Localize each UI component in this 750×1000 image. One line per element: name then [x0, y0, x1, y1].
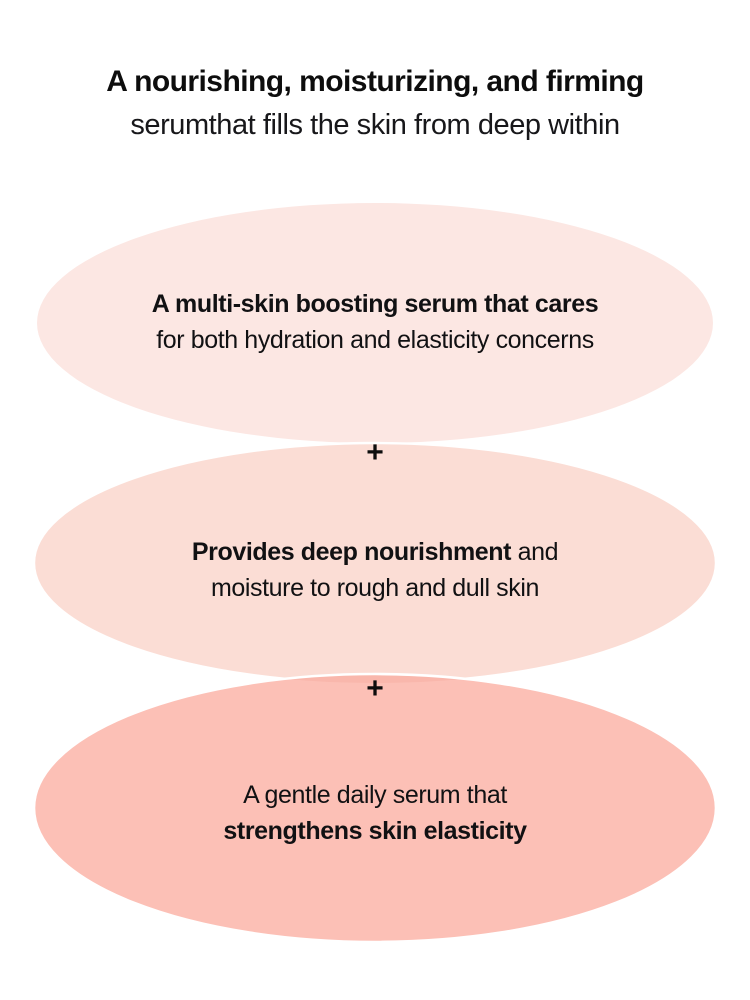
benefit-1-line-1: A multi-skin boosting serum that cares — [151, 290, 599, 318]
plus-connector-1: + — [366, 436, 384, 469]
heading-line-1: A nourishing, moisturizing, and firming — [106, 65, 644, 98]
benefit-1-line-2: for both hydration and elasticity concer… — [156, 325, 594, 354]
benefit-2-line-2: moisture to rough and dull skin — [210, 573, 540, 602]
benefit-2-line-1-bold: Provides deep nourishment — [191, 538, 512, 566]
page-title: A nourishing, moisturizing, and firming … — [0, 63, 750, 145]
heading-line-2: serumthat fills the skin from deep withi… — [130, 109, 620, 142]
benefit-text-1: A multi-skin boosting serum that cares f… — [0, 287, 750, 358]
ellipse-benefit-2 — [34, 443, 716, 683]
benefit-2-line-1: Provides deep nourishment and — [0, 535, 750, 571]
benefit-text-2: Provides deep nourishment and moisture t… — [0, 535, 750, 606]
ellipse-benefit-1 — [37, 203, 713, 443]
plus-connector-2: + — [366, 672, 384, 705]
benefit-text-3: A gentle daily serum that strengthens sk… — [0, 778, 750, 849]
separator-arc-3 — [32, 672, 718, 944]
benefit-3-line-1: A gentle daily serum that — [243, 781, 507, 809]
benefit-3-line-2: strengthens skin elasticity — [223, 816, 527, 845]
ellipse-benefit-3 — [34, 674, 716, 942]
benefit-2-line-1-regular: and — [511, 538, 559, 566]
